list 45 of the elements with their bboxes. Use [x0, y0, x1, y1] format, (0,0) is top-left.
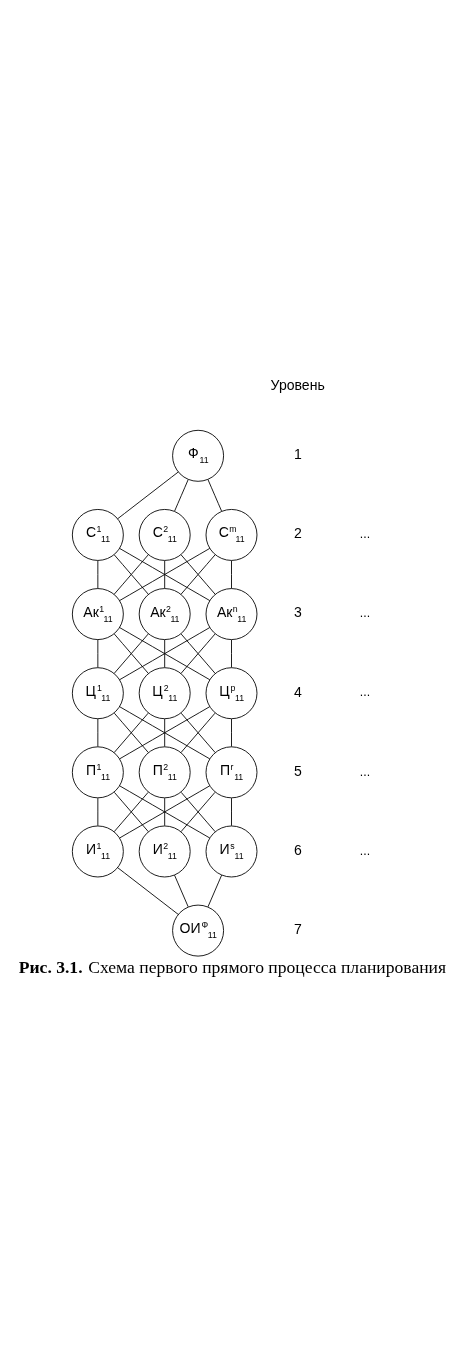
- connector: [207, 478, 223, 512]
- connector: [119, 547, 211, 601]
- connector: [113, 791, 149, 832]
- connector: [97, 718, 99, 747]
- connector: [231, 797, 232, 826]
- connector: [174, 478, 189, 512]
- connector: [164, 797, 166, 826]
- label: ...: [359, 605, 371, 620]
- connector: [180, 554, 216, 595]
- label: 7: [293, 920, 302, 937]
- label: 2: [293, 524, 302, 541]
- label: 5: [293, 762, 302, 779]
- label: 6: [293, 841, 302, 858]
- connector: [207, 874, 223, 907]
- label: ...: [359, 764, 371, 779]
- connector: [113, 712, 149, 753]
- connector: [97, 559, 99, 589]
- connector: [119, 626, 211, 680]
- connector: [164, 638, 166, 668]
- connector: [113, 633, 149, 674]
- label: ...: [359, 843, 371, 858]
- label: 1: [293, 445, 302, 462]
- connector: [117, 471, 179, 519]
- connector: [119, 705, 211, 759]
- connector: [180, 791, 216, 832]
- connector: [231, 559, 232, 589]
- label: ...: [359, 526, 371, 541]
- connector: [97, 638, 99, 668]
- connector: [113, 554, 149, 595]
- label: ...: [359, 684, 371, 699]
- connector: [231, 638, 232, 668]
- connector: [117, 866, 179, 915]
- node-circle: Ф$_{11}$: [172, 429, 225, 482]
- label: Уровень: [270, 376, 325, 393]
- connector: [119, 784, 211, 838]
- connector: [164, 559, 166, 589]
- connector: [231, 718, 232, 747]
- connector: [180, 712, 216, 753]
- connector: [164, 718, 166, 747]
- connector: [174, 874, 189, 907]
- label: 4: [293, 683, 302, 700]
- connector: [97, 797, 99, 826]
- caption: Рис. 3.1. Схема первого прямого процесса планирования: [18, 956, 447, 977]
- label: 3: [293, 603, 302, 620]
- connector: [180, 633, 216, 674]
